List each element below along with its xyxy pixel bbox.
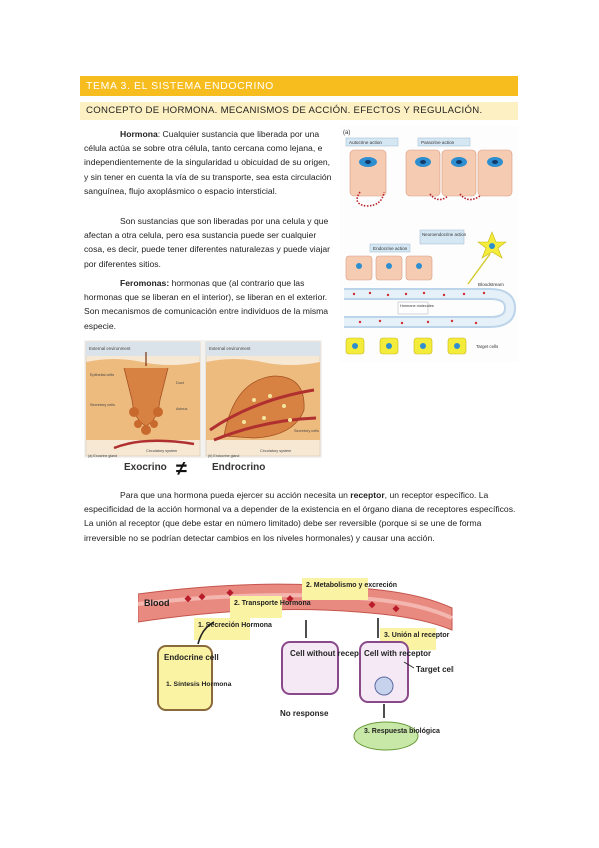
neuroendocrine-label: Neuroendocrine action (422, 232, 467, 237)
cell-with-label: Cell with receptor (364, 649, 431, 658)
subsection-title: CONCEPTO DE HORMONA. MECANISMOS DE ACCIÓ… (86, 105, 483, 116)
endocrine-label: Endocrine action (373, 246, 408, 251)
term-receptor: receptor (350, 490, 385, 500)
target-cell-label: Target cell (416, 665, 454, 674)
endo-environment-label: External environment (209, 346, 251, 351)
duct-label: Duct (176, 381, 185, 385)
paragraph-hormona-text: : Cualquier sustancia que liberada por u… (84, 129, 332, 196)
secretory-label: Secretory cells (90, 403, 115, 407)
endocrine-caption: (b) Endocrine gland (208, 454, 239, 458)
receptor-pathway-figure: Blood 2. Transporte Hormona 2. Metabolis… (138, 578, 454, 751)
hormone-molecules-label: Hormone molecules (400, 304, 434, 308)
section-title: TEMA 3. EL SISTEMA ENDOCRINO (86, 80, 274, 92)
endocrine-cell-label: Endocrine cell (164, 653, 219, 662)
paragraph-receptor: Para que una hormona pueda ejercer su ac… (84, 488, 518, 545)
section-title-bar: TEMA 3. EL SISTEMA ENDOCRINO (80, 76, 518, 96)
hormone-action-figure: (a) Autocrine action Paracrine action En… (340, 126, 518, 362)
exocrino-label: Exocrino (124, 462, 167, 473)
step3-label: 3. Unión al receptor (384, 632, 450, 639)
exo-environment-label: External environment (89, 346, 131, 351)
paracrine-label: Paracrine action (421, 140, 455, 145)
target-cells-label: Target cells (476, 344, 499, 349)
paragraph-receptor-text-b: , un receptor específico. La especificid… (84, 490, 516, 543)
paragraph-feromonas-text: hormonas que (al contrario que las hormo… (84, 278, 329, 331)
term-hormona: Hormona (120, 129, 158, 139)
endocrino-label: Endrocrino (212, 462, 265, 473)
autocrine-label: Autocrine action (349, 140, 382, 145)
paragraph-feromonas: Feromonas: hormonas que (al contrario qu… (84, 276, 334, 333)
bloodstream-label: Bloodstream (478, 282, 504, 287)
response-label: 3. Respuesta biológica (364, 728, 440, 735)
paragraph-hormona: Hormona: Cualquier sustancia que liberad… (84, 127, 332, 198)
paragraph-receptor-text-a: Para que una hormona pueda ejercer su ac… (120, 490, 351, 500)
paragraph-sustancias-text: Son sustancias que son liberadas por una… (84, 216, 331, 269)
cell-without-label: Cell without receptor (290, 649, 370, 658)
step1-label: 1. Secreción Hormona (198, 622, 272, 629)
circulatory-left-label: Circulatory system (146, 449, 177, 453)
secretory-right-label: Secretory cells (294, 429, 319, 433)
fig-panel-label: (a) (343, 130, 350, 136)
circulatory-right-label: Circulatory system (260, 449, 291, 453)
not-equal-icon: ≠ (176, 458, 187, 480)
acinus-label: Acinus (176, 407, 187, 411)
step2a-label: 2. Transporte Hormona (234, 600, 311, 607)
no-response-label: No response (280, 709, 329, 718)
epithelial-label: Epithelial cells (90, 373, 114, 377)
exocrine-caption: (a) Exocrine gland (88, 454, 117, 458)
gland-comparison-figure: External environment Epithelial cells Se… (84, 340, 322, 480)
paragraph-sustancias: Son sustancias que son liberadas por una… (84, 214, 334, 271)
blood-label: Blood (144, 598, 170, 608)
term-feromonas: Feromonas: (120, 278, 170, 288)
subsection-title-bar: CONCEPTO DE HORMONA. MECANISMOS DE ACCIÓ… (80, 102, 518, 120)
step2b-label: 2. Metabolismo y excreción (306, 582, 397, 589)
synthesis-label: 1. Síntesis Hormona (166, 681, 232, 688)
